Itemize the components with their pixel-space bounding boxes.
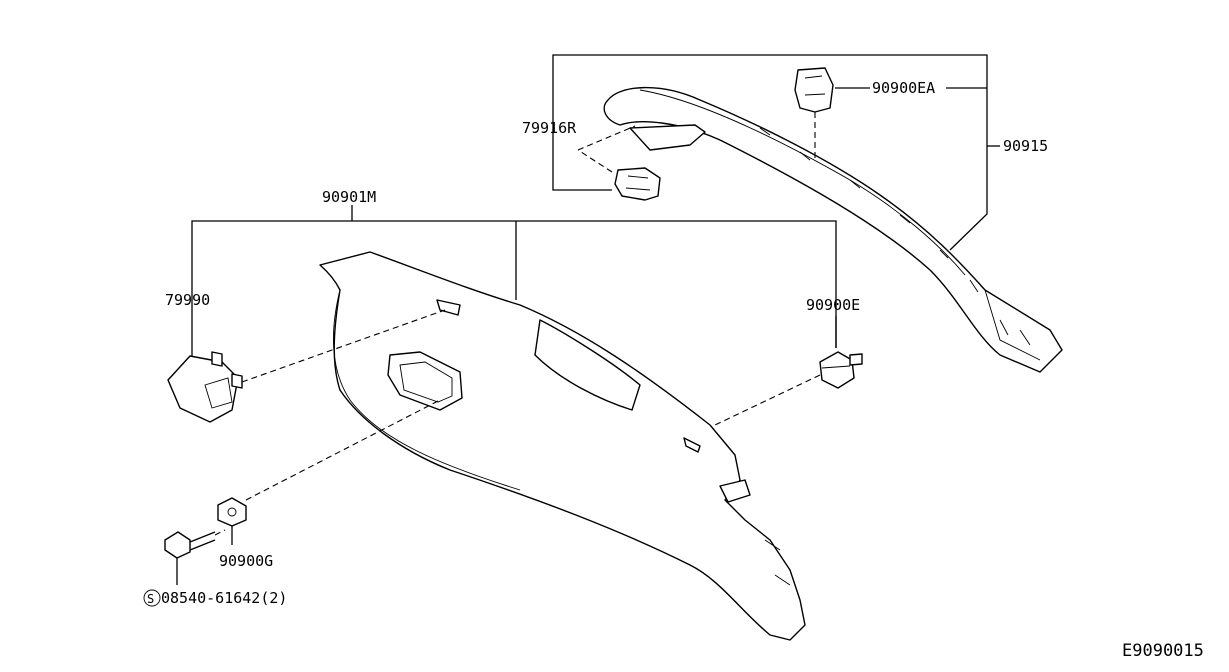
screw-part-label: S 08540-61642(2)	[143, 589, 287, 607]
diagram-reference-code: E9090015	[1122, 641, 1204, 661]
part-79990	[167, 309, 446, 423]
bracket-group-90915	[552, 54, 1000, 251]
screw-08540-61642	[164, 529, 226, 585]
screw-symbol-circle	[143, 589, 161, 607]
label-90900E: 90900E	[806, 296, 860, 314]
label-90900EA: 90900EA	[872, 79, 935, 97]
label-79990: 79990	[165, 291, 210, 309]
label-90901M: 90901M	[322, 188, 376, 206]
label-90915: 90915	[1003, 137, 1048, 155]
label-90900G: 90900G	[219, 552, 273, 570]
clip-79916R	[577, 125, 661, 201]
back-door-trim-panel	[319, 251, 806, 641]
clip-90900E	[714, 316, 863, 426]
grommet-90900G	[217, 399, 441, 545]
label-79916R: 79916R	[522, 119, 577, 137]
upper-garnish-part	[603, 86, 1063, 373]
bracket-group-90901M	[191, 205, 837, 348]
label-08540-61642: 08540-61642(2)	[161, 589, 287, 607]
screw-symbol: S	[147, 592, 154, 606]
clip-90900EA	[794, 67, 834, 160]
